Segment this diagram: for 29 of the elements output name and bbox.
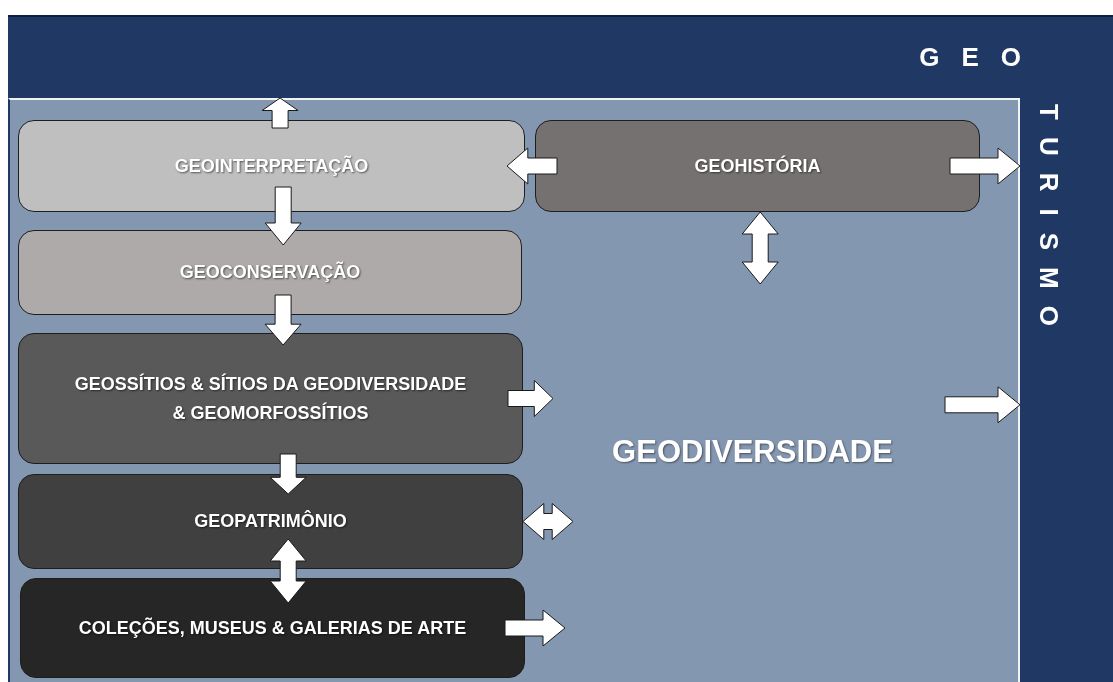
- block-arrow: [504, 609, 566, 647]
- block-arrow: [264, 186, 302, 246]
- region-title: GEODIVERSIDADE: [560, 272, 945, 632]
- block-arrow: [264, 294, 302, 346]
- box-label: GEOSSÍTIOS & SÍTIOS DA GEODIVERSIDADE & GEOMORFOSSÍTIOS: [73, 372, 468, 425]
- block-arrow: [949, 147, 1021, 185]
- side-band: [1020, 98, 1113, 682]
- block-arrow: [944, 386, 1021, 424]
- process-box: [18, 230, 522, 315]
- block-arrow: [261, 97, 299, 129]
- block-arrow: [507, 380, 554, 417]
- process-box: [20, 578, 525, 678]
- band-title: GEO: [919, 42, 1043, 73]
- band-title: TURISMO: [1036, 104, 1062, 343]
- box-label: GEOCONSERVAÇÃO: [179, 260, 361, 285]
- block-arrow: [741, 211, 779, 285]
- block-arrow: [522, 503, 574, 540]
- process-box: [18, 333, 523, 464]
- block-arrow: [269, 453, 307, 495]
- block-arrow: [269, 538, 307, 604]
- block-arrow: [506, 147, 558, 185]
- header-band: [8, 15, 1113, 98]
- process-box: [535, 120, 980, 212]
- box-label: COLEÇÕES, MUSEUS & GALERIAS DE ARTE: [78, 616, 467, 640]
- box-label: GEOHISTÓRIA: [694, 154, 821, 178]
- box-label: GEOINTERPRETAÇÃO: [174, 154, 369, 178]
- process-box: [18, 120, 525, 212]
- box-label: GEOPATRIMÔNIO: [194, 509, 347, 534]
- process-box: [18, 474, 523, 569]
